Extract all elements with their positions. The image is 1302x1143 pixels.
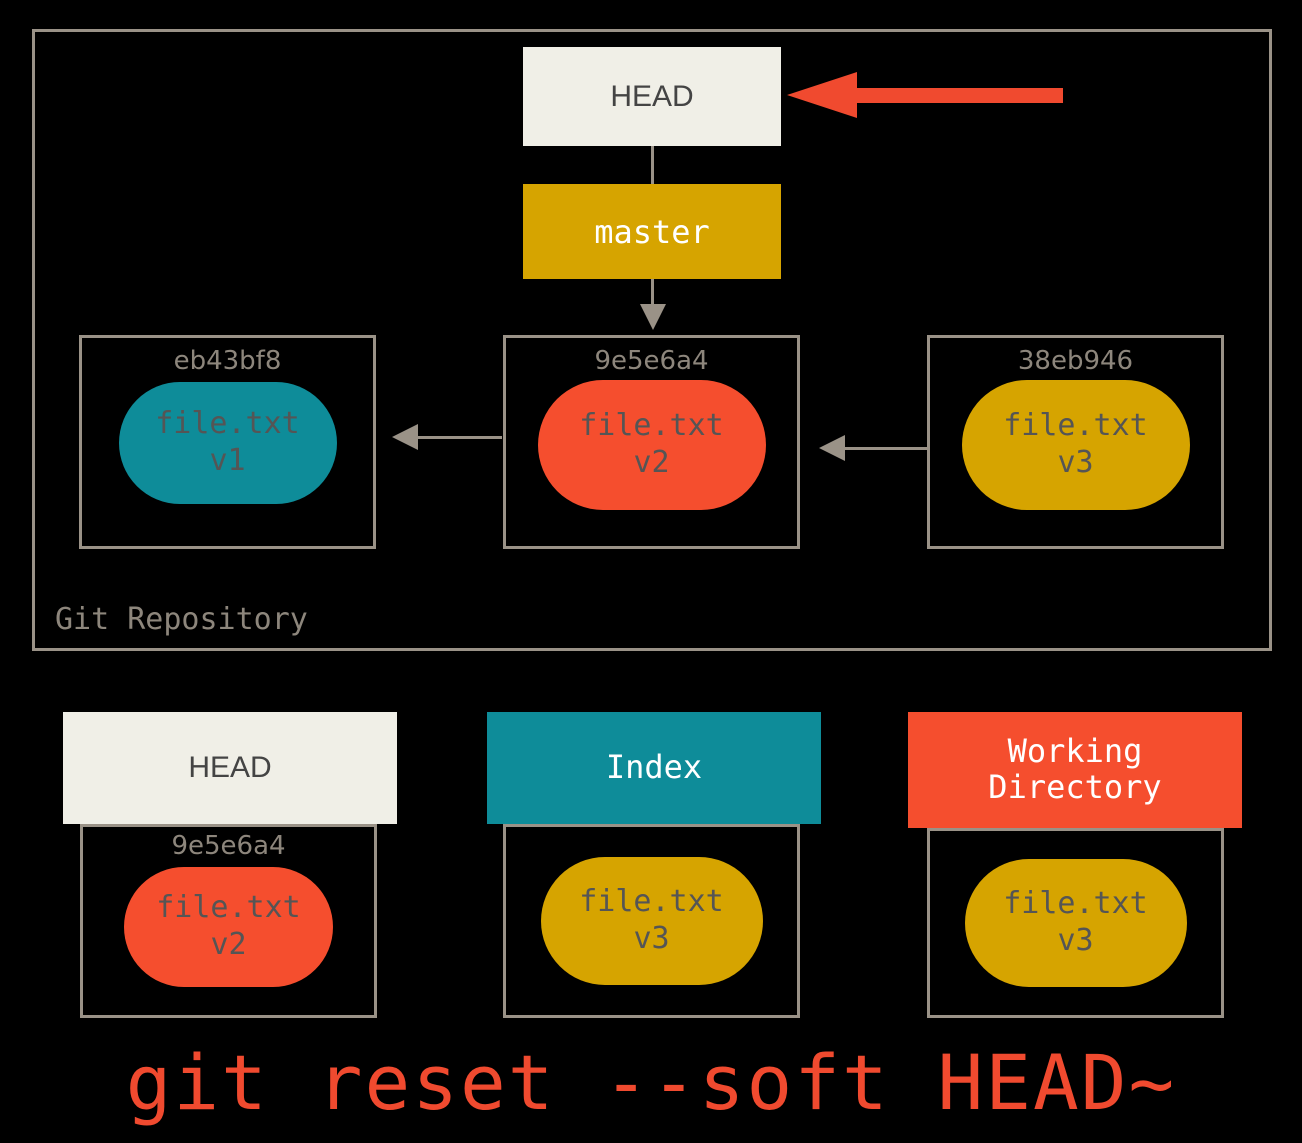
commit-edge-2-to-1 xyxy=(418,436,502,439)
git-repository-frame xyxy=(32,29,1272,651)
blob-filename: file.txt xyxy=(1003,408,1148,444)
area-header-label: Working Directory xyxy=(988,732,1162,806)
master-branch-label: master xyxy=(594,212,710,251)
head-pointer-box: HEAD xyxy=(523,47,781,146)
blob-version: v1 xyxy=(209,443,246,478)
blob-filename: file.txt xyxy=(579,408,724,444)
blob-file-v3: file.txt v3 xyxy=(961,380,1190,510)
blob-filename: file.txt xyxy=(1003,886,1148,922)
area-header-label: Index xyxy=(605,748,703,787)
blob-version: v2 xyxy=(210,927,247,962)
master-to-commit-connector xyxy=(651,279,654,306)
area-wd-blob: file.txt v3 xyxy=(964,859,1187,987)
head-pointer-label: HEAD xyxy=(610,79,694,113)
blob-filename: file.txt xyxy=(156,890,301,926)
commit-hash-label: 38eb946 xyxy=(1017,346,1134,376)
area-index-blob: file.txt v3 xyxy=(540,857,763,985)
blob-filename: file.txt xyxy=(155,406,300,442)
area-body-working-directory: file.txt v3 xyxy=(927,828,1224,1018)
area-body-head: 9e5e6a4 file.txt v2 xyxy=(80,824,377,1018)
commit-node-eb43bf8: eb43bf8 file.txt v1 xyxy=(79,335,376,549)
command-caption: git reset --soft HEAD~ xyxy=(125,1038,1177,1127)
blob-version: v3 xyxy=(633,921,670,956)
commit-hash-label: 9e5e6a4 xyxy=(594,346,709,376)
area-header-head: HEAD xyxy=(63,712,397,824)
area-head-blob: file.txt v2 xyxy=(124,867,333,987)
area-body-index: file.txt v3 xyxy=(503,824,800,1018)
blob-filename: file.txt xyxy=(579,884,724,920)
git-repository-label: Git Repository xyxy=(55,602,308,637)
blob-file-v2: file.txt v2 xyxy=(537,380,766,510)
area-header-label: HEAD xyxy=(188,751,272,785)
head-to-master-connector xyxy=(651,146,654,184)
master-branch-box: master xyxy=(523,184,781,279)
area-header-index: Index xyxy=(487,712,821,824)
area-header-working-directory: Working Directory xyxy=(908,712,1242,828)
commit-node-9e5e6a4: 9e5e6a4 file.txt v2 xyxy=(503,335,800,549)
blob-file-v1: file.txt v1 xyxy=(118,382,337,504)
blob-version: v2 xyxy=(633,445,670,480)
blob-version: v3 xyxy=(1057,445,1094,480)
head-highlight-arrow-icon xyxy=(787,72,857,118)
commit-node-38eb946: 38eb946 file.txt v3 xyxy=(927,335,1224,549)
blob-version: v3 xyxy=(1057,923,1094,958)
arrow-down-icon xyxy=(640,304,666,330)
head-highlight-arrow-shaft xyxy=(855,88,1063,103)
area-head-commit-hash: 9e5e6a4 xyxy=(171,831,286,861)
commit-hash-label: eb43bf8 xyxy=(173,346,282,376)
commit-edge-3-to-2 xyxy=(845,447,929,450)
arrow-left-icon xyxy=(392,424,418,450)
arrow-left-icon xyxy=(819,435,845,461)
